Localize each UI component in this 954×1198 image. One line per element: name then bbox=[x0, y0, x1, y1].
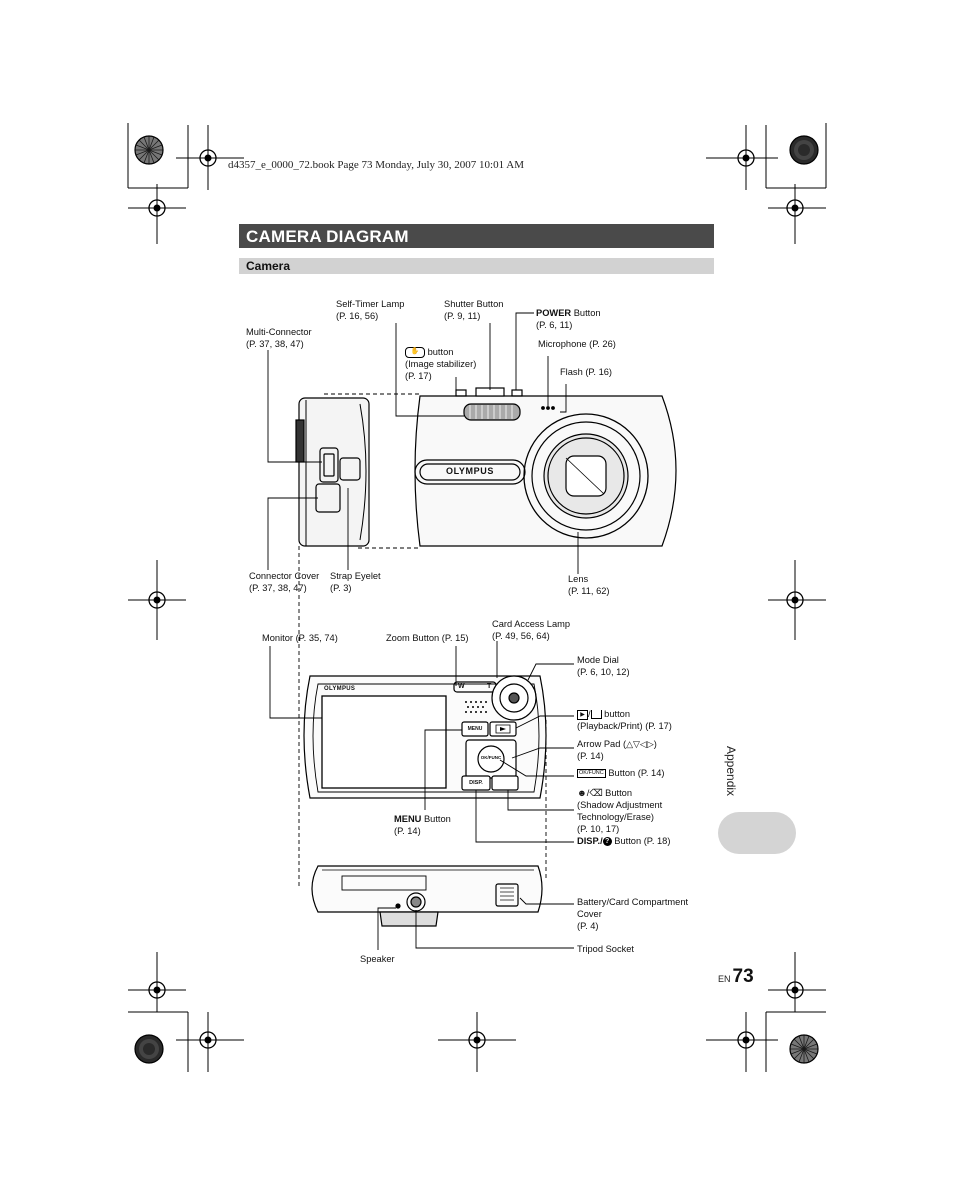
label-strap-eyelet: Strap Eyelet(P. 3) bbox=[330, 571, 381, 593]
arrow-pad-icons: △▽◁▷ bbox=[626, 739, 654, 749]
section-title-bar bbox=[239, 224, 714, 248]
front-brand-logo: OLYMPUS bbox=[446, 466, 494, 476]
back-callout-lines bbox=[269, 641, 574, 843]
bottom-callout-lines bbox=[377, 897, 574, 950]
label-tripod-socket: Tripod Socket bbox=[577, 944, 635, 954]
disp-key: DISP. bbox=[469, 780, 483, 786]
camera-bottom-view bbox=[311, 865, 543, 927]
label-battery-card-cover: Battery/Card Compartment Cover (P. 4) bbox=[577, 897, 689, 931]
menu-key: MENU bbox=[467, 726, 483, 732]
label-card-access-lamp: Card Access Lamp(P. 49, 56, 64) bbox=[492, 619, 571, 641]
section-title: CAMERA DIAGRAM bbox=[246, 227, 409, 246]
label-disp-button: DISP./? Button (P. 18) bbox=[577, 836, 671, 847]
zoom-t-key: T bbox=[487, 683, 492, 690]
appendix-tab-label: Appendix bbox=[724, 746, 738, 797]
shadow-adjust-icon: ☻ bbox=[577, 788, 587, 798]
camera-side-view bbox=[295, 397, 370, 547]
appendix-tab bbox=[718, 812, 796, 854]
label-menu-button: MENU Button (P. 14) bbox=[394, 814, 451, 836]
ok-func-key: OK/FUNC bbox=[480, 755, 502, 760]
front-dashed-outline bbox=[324, 393, 420, 549]
label-arrow-pad: Arrow Pad (△▽◁▷) (P. 14) bbox=[577, 739, 657, 761]
label-power-button: POWER Button (P. 6, 11) bbox=[536, 308, 601, 330]
erase-icon: ⌫ bbox=[589, 788, 603, 798]
front-callout-lines bbox=[267, 312, 579, 574]
playback-icon: ▶ bbox=[577, 709, 588, 720]
ok-func-icon: OK/FUNC bbox=[577, 769, 606, 779]
label-shutter-button: Shutter Button(P. 9, 11) bbox=[444, 299, 504, 321]
help-icon: ? bbox=[602, 837, 612, 847]
label-playback-print: ▶/ button (Playback/Print) (P. 17) bbox=[577, 709, 672, 731]
subsection-title: Camera bbox=[246, 259, 291, 273]
stabilizer-icon: ✋ bbox=[405, 347, 425, 359]
label-multi-connector: Multi-Connector(P. 37, 38, 47) bbox=[246, 327, 312, 349]
back-brand-logo: OLYMPUS bbox=[324, 686, 356, 692]
label-shadow-button: ☻/⌫ Button (Shadow Adjustment Technology… bbox=[577, 788, 663, 834]
label-stabilizer-button: ✋ button (Image stabilizer) (P. 17) bbox=[405, 347, 477, 382]
label-zoom-button: Zoom Button (P. 15) bbox=[386, 633, 469, 643]
label-monitor: Monitor (P. 35, 74) bbox=[262, 633, 338, 643]
back-dashed-outline bbox=[298, 546, 547, 886]
label-microphone: Microphone (P. 26) bbox=[538, 339, 616, 349]
subsection-bar bbox=[239, 258, 714, 274]
label-flash: Flash (P. 16) bbox=[560, 367, 613, 377]
label-lens: Lens(P. 11, 62) bbox=[568, 574, 610, 596]
camera-front-view bbox=[414, 387, 677, 547]
print-icon bbox=[590, 710, 602, 720]
label-speaker: Speaker bbox=[360, 954, 395, 964]
zoom-w-key: W bbox=[458, 683, 465, 690]
label-connector-cover: Connector Cover(P. 37, 38, 47) bbox=[249, 571, 320, 593]
label-mode-dial: Mode Dial(P. 6, 10, 12) bbox=[577, 655, 630, 677]
label-self-timer-lamp: Self-Timer Lamp(P. 16, 56) bbox=[336, 299, 405, 321]
label-ok-func-button: OK/FUNC Button (P. 14) bbox=[577, 768, 665, 779]
book-header-line: d4357_e_0000_72.book Page 73 Monday, Jul… bbox=[228, 159, 524, 171]
